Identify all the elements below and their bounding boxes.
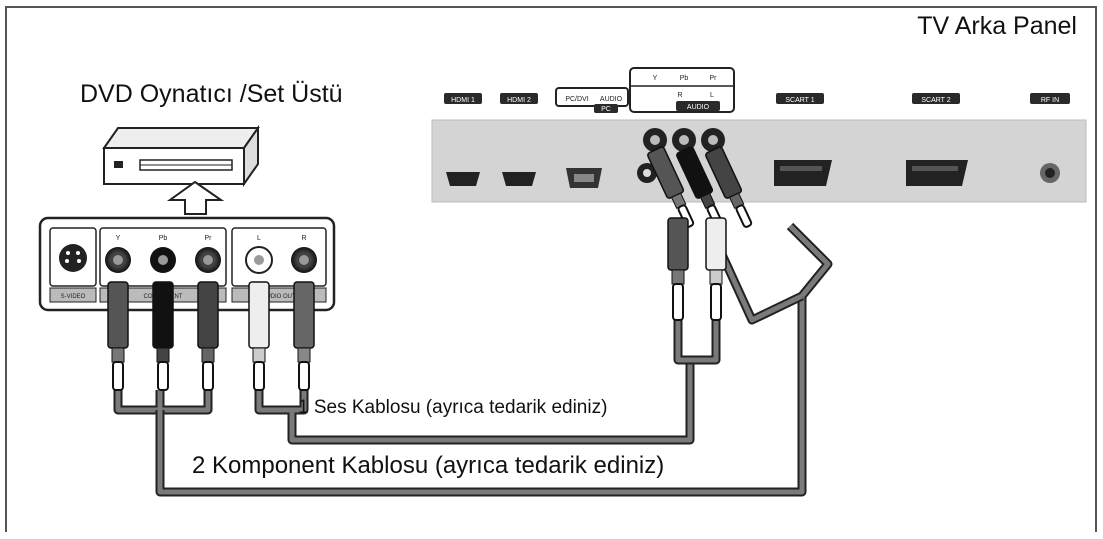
pc-group-box [594,104,618,113]
tv-back-panel [431,119,1087,203]
tv-audio-r-label: R [677,92,682,99]
tv-plug-audio-l [705,217,727,321]
dvd-player-title: DVD Oynatıcı /Set Üstü [80,80,343,108]
tv-plug-pr [705,146,753,228]
dvd-pr-label: Pr [205,235,213,242]
plug-audio-l [248,281,270,391]
hdmi1-label: HDMI 1 [451,97,475,104]
arrow-up-icon [166,180,225,215]
frame-border [5,6,1097,532]
dvd-svideo-label: S-VIDEO [61,294,86,300]
plug-y [107,281,129,391]
tv-plug-pb [676,146,724,228]
tv-port-labels: HDMI 1 HDMI 2 PC/DVI AUDIO PC Y Pb Pr R … [444,67,1070,113]
tv-ports [446,128,1060,188]
hdmi2-label-box [500,93,538,104]
tv-audio-mini-port [637,163,657,183]
audio-group-box [676,101,720,111]
rf-in-port [1040,163,1060,183]
pc-port-box [555,87,629,107]
hdmi1-port [446,172,480,186]
scart2-label: SCART 2 [921,97,950,104]
hdmi2-label: HDMI 2 [507,97,531,104]
scart2-port [906,160,968,186]
tv-component-pr-label: Pr [710,75,718,82]
rf-in-label: RF IN [1041,97,1059,104]
tv-plug-audio-r [667,217,689,321]
rf-in-label-box [1030,93,1070,104]
dvd-audio-l-label: L [257,235,261,242]
dvd-player-device [102,124,260,188]
plug-pr [197,281,219,391]
plug-pb [152,281,174,391]
dvd-y-label: Y [116,235,121,242]
tv-back-panel-title: TV Arka Panel [917,12,1077,40]
tv-component-pb-label: Pb [680,75,689,82]
pc-in-label: PC/DVI [565,96,588,103]
scart1-port [774,160,832,186]
dvd-audio-jacks [245,246,317,274]
tv-audio-group-label: AUDIO [687,104,710,111]
dvd-audio-r-label: R [301,235,306,242]
pc-group-label: PC [601,106,611,113]
hdmi2-port [502,172,536,186]
dvd-component-jacks [105,247,221,273]
component-cable [113,222,833,497]
pc-vga-port [566,168,602,188]
audio-cable [254,320,721,445]
hdmi1-label-box [444,93,482,104]
dvd-output-panel: S-VIDEO COMPONENT AUDIO OUT Y Pb Pr L R [38,216,336,312]
plug-audio-r [293,281,315,391]
svideo-jack [59,244,87,272]
tv-component-jacks [643,128,725,152]
scart1-label-box [776,93,824,104]
dvd-audio-group-label: AUDIO OUT [262,294,296,300]
audio-cable-label: 1 Ses Kablosu (ayrıca tedarik ediniz) [298,397,608,418]
scart1-label: SCART 1 [785,97,814,104]
pc-audio-label: AUDIO [600,96,623,103]
tv-component-y-label: Y [653,75,658,82]
dvd-pb-label: Pb [159,235,168,242]
tv-audio-l-label: L [710,92,714,99]
scart2-label-box [912,93,960,104]
tv-audio-plugs [667,217,727,321]
dvd-side-plugs [107,281,315,391]
component-cable-label: 2 Komponent Kablosu (ayrıca tedarik edin… [192,452,665,479]
